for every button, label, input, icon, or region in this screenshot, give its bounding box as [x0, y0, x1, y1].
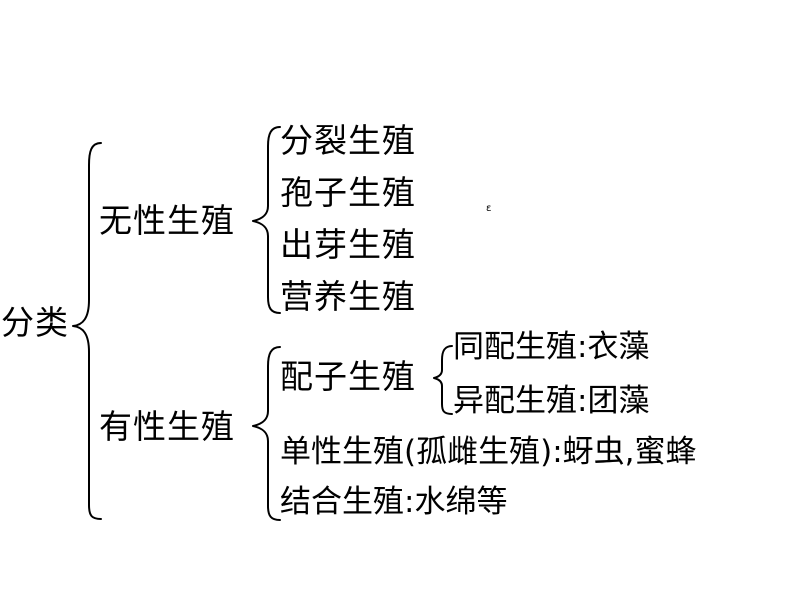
- sexual-label: 有性生殖: [99, 407, 235, 446]
- sexual-item-conjugation: 结合生殖:水绵等: [280, 484, 508, 520]
- gamete-label: 配子生殖: [280, 357, 416, 396]
- asexual-item-fission: 分裂生殖: [280, 121, 416, 160]
- brace-root: [72, 142, 102, 520]
- gamete-item-anisogamy: 异配生殖:团藻: [453, 383, 650, 419]
- brace-sexual: [252, 346, 281, 521]
- gamete-item-isogamy: 同配生殖:衣藻: [453, 329, 650, 365]
- root-label: 分类: [1, 303, 69, 342]
- asexual-item-spore: 孢子生殖: [280, 173, 416, 212]
- asexual-item-vegetative: 营养生殖: [280, 277, 416, 316]
- asexual-item-budding: 出芽生殖: [280, 225, 416, 264]
- brace-asexual: [252, 126, 281, 314]
- sexual-item-parthenogenesis: 单性生殖(孤雌生殖):蚜虫,蜜蜂: [280, 434, 697, 470]
- brace-gamete: [433, 345, 453, 415]
- asexual-label: 无性生殖: [99, 201, 235, 240]
- stray-mark: ɛ: [486, 203, 493, 214]
